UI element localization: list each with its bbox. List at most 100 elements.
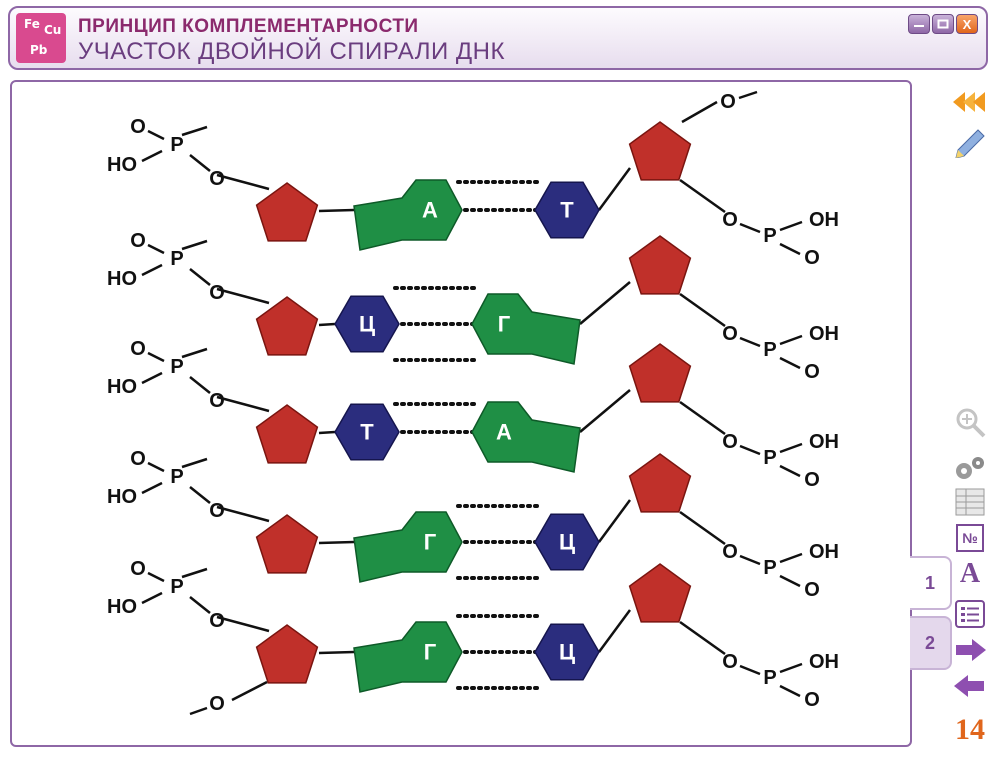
deoxyribose-left <box>255 404 319 464</box>
left-hydroxyl: HO <box>107 486 137 508</box>
deoxyribose-right <box>628 121 692 181</box>
left-hydroxyl: HO <box>107 596 137 618</box>
left-oxo-oxygen: O <box>130 448 146 470</box>
title-bar: Fe Cu Pb ПРИНЦИП КОМПЛЕМЕНТАРНОСТИ УЧАСТ… <box>8 6 988 70</box>
right-ester-oxygen: O <box>722 651 738 673</box>
pyrimidine-base <box>534 181 600 239</box>
left-methyl-bond <box>181 457 208 469</box>
base-label-right: Т <box>560 198 574 223</box>
maximize-button[interactable] <box>932 14 954 34</box>
left-double-bond <box>147 461 165 473</box>
right-glycosidic-bond <box>597 499 632 543</box>
table-button[interactable] <box>950 484 990 520</box>
left-oxo-oxygen: O <box>130 338 146 360</box>
base-label-left: Г <box>424 530 437 555</box>
deoxyribose-right <box>628 343 692 403</box>
purine-base <box>353 511 463 583</box>
right-glycosidic-bond <box>579 389 631 433</box>
purine-base <box>471 401 581 473</box>
right-double-bond <box>779 356 801 370</box>
page-subtitle: УЧАСТОК ДВОЙНОЙ СПИРАЛИ ДНК <box>78 38 505 65</box>
left-oh-bond <box>141 371 163 385</box>
toolbar-right: № A 14 <box>920 80 1000 757</box>
left-hydroxyl: HO <box>107 268 137 290</box>
right-ester-oxygen: O <box>722 541 738 563</box>
right-sugar-phosphate-bond <box>679 292 726 328</box>
right-glycosidic-bond <box>579 281 631 325</box>
tab-2-label: 2 <box>924 632 935 653</box>
deoxyribose-right <box>628 563 692 623</box>
right-oxo-oxygen: O <box>804 361 820 383</box>
number-button[interactable]: № <box>950 520 990 556</box>
rewind-button[interactable] <box>950 84 990 120</box>
left-oh-bond <box>141 481 163 495</box>
left-sugar-phosphate-bond <box>216 505 270 523</box>
edit-button[interactable] <box>950 124 990 160</box>
right-hydroxyl: OH <box>809 651 839 673</box>
left-hydroxyl: HO <box>107 376 137 398</box>
pyrimidine-base <box>534 623 600 681</box>
right-ester-bond <box>739 444 761 456</box>
left-glycosidic-bond <box>318 208 355 213</box>
left-glycosidic-bond <box>318 650 355 655</box>
page-title: ПРИНЦИП КОМПЛЕМЕНТАРНОСТИ <box>78 16 419 37</box>
font-button[interactable]: A <box>950 556 990 592</box>
next-button[interactable] <box>950 632 990 668</box>
left-double-bond <box>147 129 165 141</box>
right-phosphorus: P <box>763 225 776 247</box>
base-label-left: А <box>422 198 438 223</box>
right-terminal-oxygen: O <box>720 91 736 113</box>
left-sugar-phosphate-bond <box>216 615 270 633</box>
left-sugar-phosphate-bond <box>216 287 270 305</box>
font-icon: A <box>959 558 981 589</box>
right-ester-bond <box>739 222 761 234</box>
left-glycosidic-bond <box>318 540 355 545</box>
deoxyribose-right <box>628 235 692 295</box>
pyrimidine-base <box>534 513 600 571</box>
table-icon <box>955 488 985 516</box>
prev-button[interactable] <box>950 668 990 704</box>
settings-button[interactable] <box>950 450 990 486</box>
left-oxo-oxygen: O <box>130 230 146 252</box>
tab-1-label: 1 <box>924 572 935 593</box>
right-oxo-oxygen: O <box>804 689 820 711</box>
purine-base <box>353 179 463 251</box>
right-oh-bond <box>779 220 803 232</box>
left-methyl-bond <box>181 125 208 137</box>
left-oh-bond <box>141 591 163 605</box>
base-label-right: Ц <box>559 640 575 665</box>
zoom-button[interactable] <box>950 404 990 440</box>
base-label-right: Г <box>498 312 511 337</box>
right-oh-bond <box>779 334 803 346</box>
deoxyribose-right <box>628 453 692 513</box>
left-phosphorus: P <box>170 576 183 598</box>
right-ester-bond <box>739 336 761 348</box>
deoxyribose-left <box>255 624 319 684</box>
minimize-button[interactable] <box>908 14 930 34</box>
left-sugar-phosphate-bond <box>216 395 270 413</box>
left-terminal-oxygen: O <box>209 693 225 715</box>
tab-1[interactable]: 1 <box>910 556 952 610</box>
right-ester-oxygen: O <box>722 209 738 231</box>
pencil-icon <box>955 129 985 158</box>
right-oxo-oxygen: O <box>804 469 820 491</box>
right-double-bond <box>779 242 801 256</box>
left-methyl-bond <box>181 239 208 251</box>
right-double-bond <box>779 574 801 588</box>
left-ester-bond <box>189 596 211 614</box>
left-glycosidic-bond <box>318 322 336 327</box>
right-oh-bond <box>779 662 803 674</box>
right-oxo-oxygen: O <box>804 579 820 601</box>
tab-2[interactable]: 2 <box>910 616 952 670</box>
base-label-right: А <box>496 420 512 445</box>
list-button[interactable] <box>950 596 990 632</box>
right-terminal-methyl <box>738 90 758 100</box>
arrow-left-icon <box>954 675 984 697</box>
right-hydroxyl: OH <box>809 541 839 563</box>
close-button[interactable]: X <box>956 14 978 34</box>
base-label-left: Ц <box>359 312 375 337</box>
left-ester-oxygen: O <box>209 610 225 632</box>
left-phosphorus: P <box>170 356 183 378</box>
page-number: 14 <box>950 708 990 752</box>
